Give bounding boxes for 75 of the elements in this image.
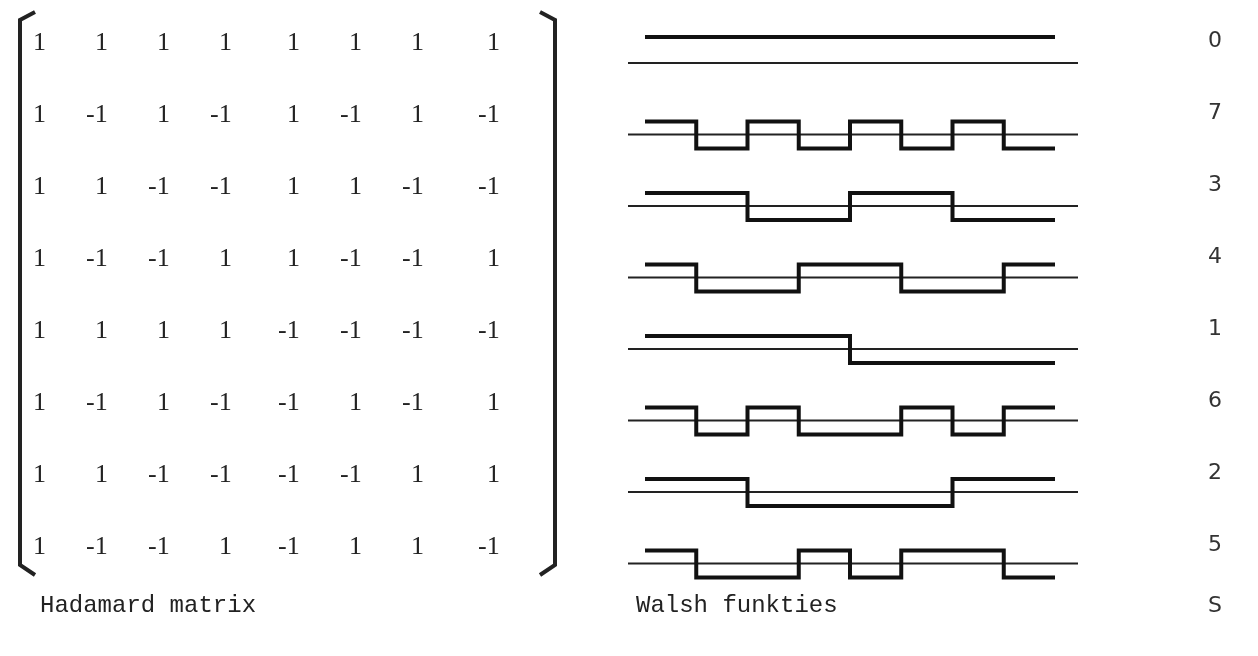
matrix-entry: -1	[402, 245, 424, 271]
matrix-entry: 1	[95, 29, 108, 55]
matrix-entry: 1	[411, 461, 424, 487]
matrix-entry: 1	[349, 173, 362, 199]
matrix-entry: 1	[349, 389, 362, 415]
matrix-entry: -1	[210, 389, 232, 415]
matrix-entry: 1	[33, 173, 46, 199]
matrix-entry: 1	[349, 533, 362, 559]
matrix-entry: 1	[33, 461, 46, 487]
sequency-number: 7	[1208, 101, 1222, 123]
matrix-entry: 1	[487, 245, 500, 271]
matrix-entry: 1	[33, 533, 46, 559]
matrix-entry: -1	[478, 533, 500, 559]
matrix-entry: -1	[478, 101, 500, 127]
matrix-entry: -1	[478, 317, 500, 343]
matrix-entry: 1	[287, 173, 300, 199]
matrix-entry: 1	[95, 173, 108, 199]
sequency-number: 2	[1208, 461, 1222, 483]
matrix-entry: -1	[86, 245, 108, 271]
matrix-entry: 1	[33, 389, 46, 415]
matrix-entry: 1	[157, 29, 170, 55]
matrix-entry: 1	[95, 317, 108, 343]
matrix-entry: 1	[487, 29, 500, 55]
matrix-entry: 1	[219, 317, 232, 343]
matrix-entry: 1	[487, 461, 500, 487]
matrix-entry: -1	[210, 101, 232, 127]
matrix-entry: 1	[411, 29, 424, 55]
matrix-entry: 1	[157, 101, 170, 127]
matrix-entry: -1	[478, 173, 500, 199]
matrix-entry: -1	[148, 245, 170, 271]
matrix-entry: 1	[219, 533, 232, 559]
matrix-entry: 1	[95, 461, 108, 487]
sequency-number: 5	[1208, 533, 1222, 555]
matrix-entry: 1	[33, 29, 46, 55]
sequency-number: 6	[1208, 389, 1222, 411]
matrix-entry: -1	[278, 317, 300, 343]
matrix-entry: -1	[402, 173, 424, 199]
matrix-entry: -1	[340, 317, 362, 343]
matrix-entry: 1	[411, 101, 424, 127]
matrix-entry: 1	[157, 317, 170, 343]
matrix-entry: -1	[148, 533, 170, 559]
matrix-entry: -1	[86, 533, 108, 559]
matrix-entry: -1	[210, 461, 232, 487]
matrix-entry: 1	[287, 245, 300, 271]
sequency-number: 1	[1208, 317, 1222, 339]
sequency-number: 0	[1208, 29, 1222, 51]
matrix-entry: 1	[219, 245, 232, 271]
axis-label: S	[1208, 594, 1222, 616]
matrix-entry: 1	[411, 533, 424, 559]
caption: Walsh funkties	[636, 594, 838, 618]
matrix-entry: -1	[340, 101, 362, 127]
matrix-entry: -1	[148, 173, 170, 199]
sequency-number: 3	[1208, 173, 1222, 195]
matrix-entry: 1	[33, 245, 46, 271]
matrix-entry: -1	[402, 317, 424, 343]
matrix-entry: -1	[210, 173, 232, 199]
matrix-entry: -1	[402, 389, 424, 415]
matrix-entry: 1	[33, 317, 46, 343]
matrix-entry: -1	[278, 533, 300, 559]
sequency-number: 4	[1208, 245, 1222, 267]
matrix-entry: -1	[278, 389, 300, 415]
matrix-entry: 1	[33, 101, 46, 127]
matrix-entry: 1	[487, 389, 500, 415]
matrix-entry: -1	[340, 461, 362, 487]
matrix-entry: 1	[157, 389, 170, 415]
matrix-entry: -1	[86, 101, 108, 127]
matrix-entry: 1	[219, 29, 232, 55]
matrix-entry: -1	[148, 461, 170, 487]
matrix-entry: 1	[287, 101, 300, 127]
matrix-entry: -1	[278, 461, 300, 487]
matrix-entry: 1	[349, 29, 362, 55]
caption: Hadamard matrix	[40, 594, 257, 618]
matrix-entry: -1	[86, 389, 108, 415]
matrix-entry: 1	[287, 29, 300, 55]
matrix-entry: -1	[340, 245, 362, 271]
